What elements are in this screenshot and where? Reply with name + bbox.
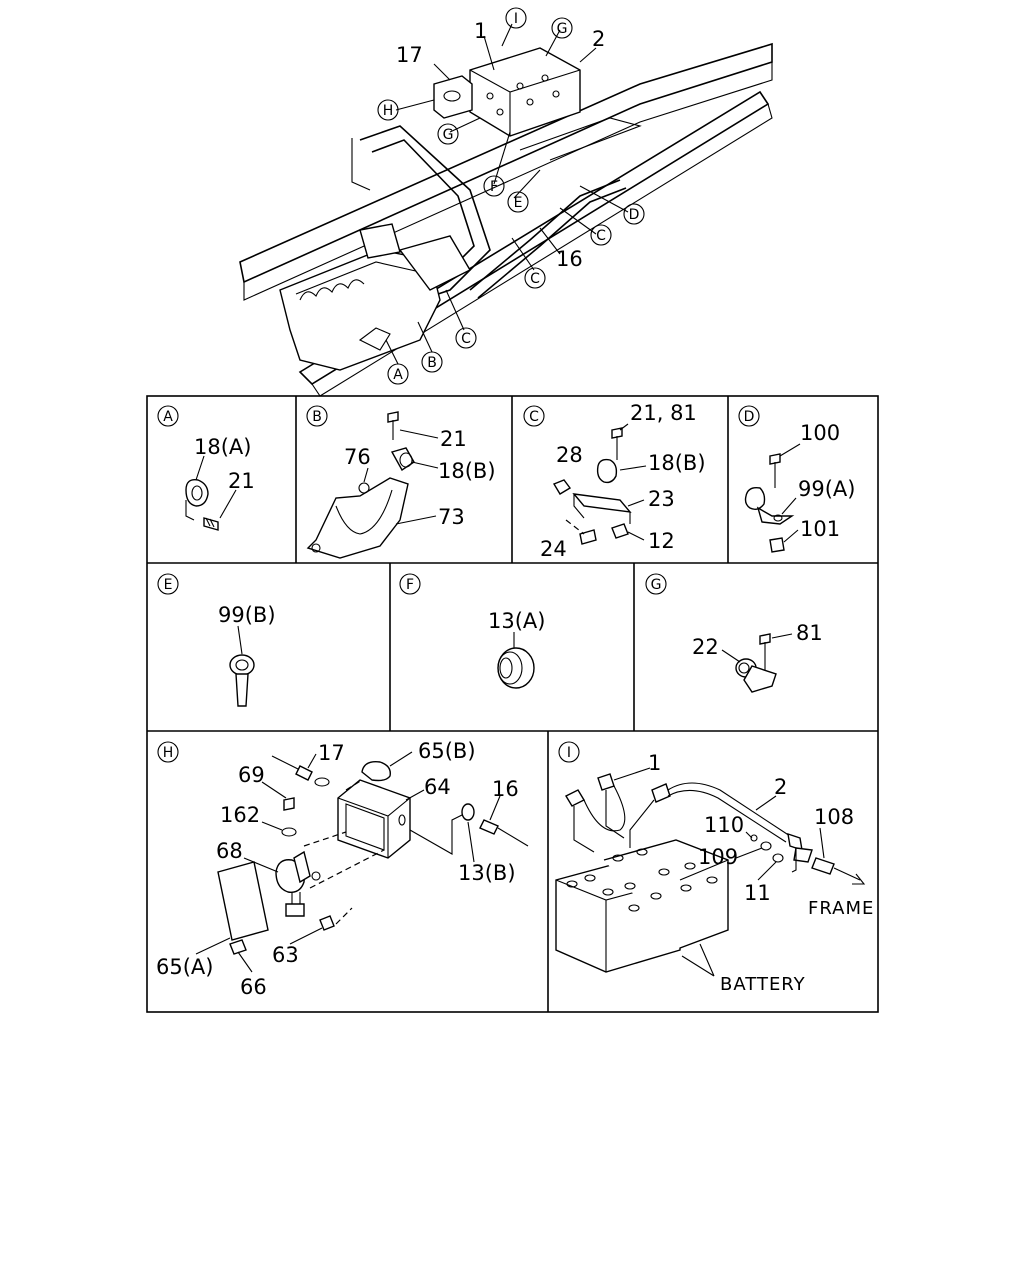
part-16: 16 [492,777,519,801]
svg-text:C: C [529,409,539,425]
part-28: 28 [556,443,583,467]
panel-A-marker: A [157,405,179,427]
panel-D-marker: D [738,405,760,427]
part-11: 11 [744,881,771,905]
svg-text:D: D [744,409,755,425]
part-65B: 65(B) [418,739,476,763]
panel-D: D 100 99(A) 101 [738,405,855,553]
part-18B: 18(B) [648,451,706,475]
svg-text:C: C [461,331,471,347]
svg-text:B: B [312,409,322,425]
part-21: 21 [228,469,255,493]
part-22: 22 [692,635,719,659]
detail-grid [146,395,879,1013]
panel-C: C 21, 81 28 18(B) 23 24 12 [523,401,706,561]
part-101: 101 [800,517,840,541]
svg-text:E: E [514,195,523,211]
marker-F: F [483,175,505,197]
marker-C1: C [455,327,477,349]
part-109: 109 [698,845,738,869]
part-81: 81 [796,621,823,645]
part-2: 2 [774,775,787,799]
panel-I: I [555,741,874,995]
svg-text:G: G [443,127,454,143]
svg-text:F: F [406,577,414,593]
panel-I-marker: I [558,741,580,763]
part-65A: 65(A) [156,955,213,979]
part-68: 68 [216,839,243,863]
part-18A: 18(A) [194,435,251,459]
part-13B: 13(B) [458,861,516,885]
panel-E-marker: E [157,573,179,595]
marker-G2: G [437,123,459,145]
callout-17: 17 [396,43,423,67]
marker-D: D [623,203,645,225]
marker-C2: C [524,267,546,289]
part-23: 23 [648,487,675,511]
part-13A: 13(A) [488,609,545,633]
callout-2: 2 [592,27,605,51]
marker-I: I [505,7,527,29]
svg-text:H: H [383,103,394,119]
part-66: 66 [240,975,267,999]
part-99B: 99(B) [218,603,276,627]
svg-text:G: G [557,21,568,37]
part-108: 108 [814,805,854,829]
marker-A: A [387,363,409,385]
marker-H: H [377,99,399,121]
svg-text:I: I [514,11,518,27]
panel-F: F 13(A) [399,573,545,689]
label-frame: FRAME [808,898,874,919]
svg-text:C: C [596,228,606,244]
panel-F-marker: F [399,573,421,595]
svg-text:A: A [163,409,173,425]
part-17: 17 [318,741,345,765]
marker-G1: G [551,17,573,39]
svg-text:C: C [530,271,540,287]
panel-H-marker: H [157,741,179,763]
part-21-81: 21, 81 [630,401,697,425]
panel-H: H [156,739,529,999]
panel-B-marker: B [306,405,328,427]
part-18B: 18(B) [438,459,496,483]
part-69: 69 [238,763,265,787]
part-76: 76 [344,445,371,469]
battery-terminals [566,848,718,912]
part-63: 63 [272,943,299,967]
label-battery: BATTERY [720,974,806,995]
part-110: 110 [704,813,744,837]
part-162: 162 [220,803,260,827]
part-12: 12 [648,529,675,553]
panel-B: B 21 76 18(B) 73 [306,405,496,559]
panel-G-marker: G [645,573,667,595]
panel-C-marker: C [523,405,545,427]
part-73: 73 [438,505,465,529]
panel-G: G 22 81 [645,573,823,693]
chassis-overview [239,23,773,397]
callout-1: 1 [474,19,487,43]
svg-text:G: G [651,577,662,593]
callout-16: 16 [556,247,583,271]
part-99A: 99(A) [798,477,855,501]
panel-E: E 99(B) [157,573,276,707]
marker-B: B [421,351,443,373]
svg-text:F: F [490,179,498,195]
panel-A: A 18(A) 21 [157,405,255,531]
part-21: 21 [440,427,467,451]
part-64: 64 [424,775,451,799]
part-24: 24 [540,537,567,561]
marker-C3: C [590,224,612,246]
svg-text:I: I [567,745,571,761]
svg-text:H: H [163,745,174,761]
part-1: 1 [648,751,661,775]
svg-text:D: D [629,207,640,223]
svg-text:A: A [393,367,403,383]
marker-E1: E [507,191,529,213]
part-100: 100 [800,421,840,445]
svg-text:E: E [164,577,173,593]
svg-text:B: B [427,355,437,371]
